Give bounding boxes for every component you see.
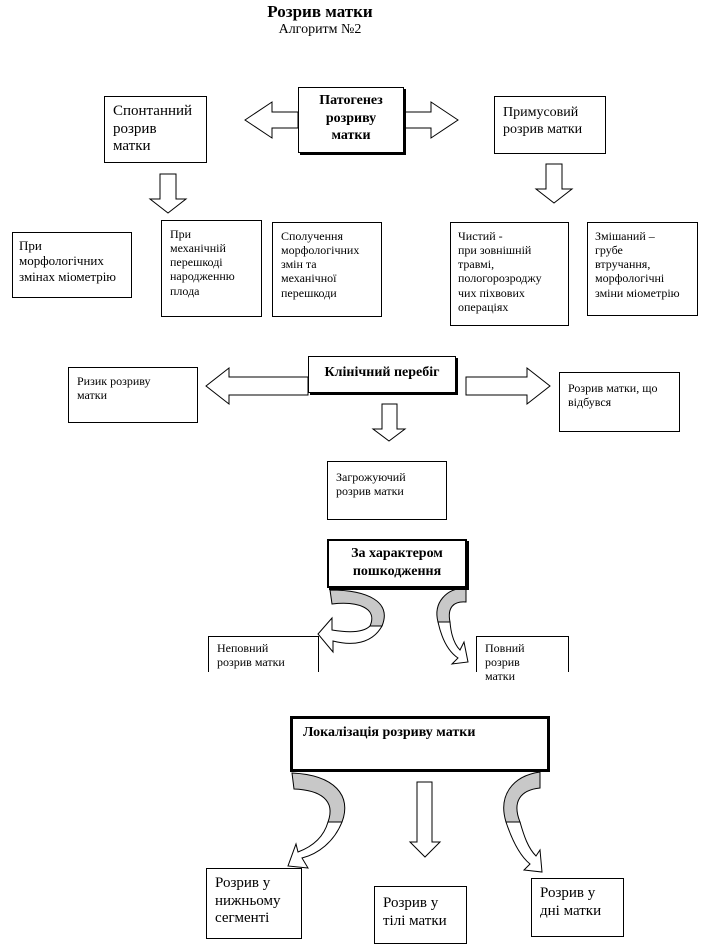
curved-arrow-incomplete <box>317 589 385 654</box>
box-threatening-rupture: Загрожуючий розрив матки <box>327 461 447 520</box>
box-uterine-fundus: Розрив у дні матки <box>531 878 624 937</box>
box-clinical-course: Клінічний перебіг <box>308 356 456 393</box>
curved-arrow-lower-segment <box>287 772 346 869</box>
box-damage-character: За характером пошкодження <box>327 539 467 588</box>
diagram-title: Розрив матки <box>267 2 373 21</box>
box-pathogenesis: Патогенез розриву матки <box>298 87 404 153</box>
box-uterine-body: Розрив у тілі матки <box>374 886 467 944</box>
box-cause-mechanical: При механічній перешкоді народженню плод… <box>161 220 262 317</box>
arrow-down-localization <box>408 781 442 858</box>
box-incomplete-rupture: Неповний розрив матки <box>208 636 319 672</box>
box-forced-rupture: Примусовий розрив матки <box>494 96 606 154</box>
arrow-left-clinical <box>205 366 309 406</box>
arrow-right-pathogenesis <box>404 101 459 139</box>
curved-arrow-complete <box>436 587 469 665</box>
arrow-down-forced <box>534 163 574 204</box>
arrow-down-spontaneous <box>148 173 188 214</box>
box-forced-mixed: Змішаний – грубе втручання, морфологічні… <box>587 222 698 316</box>
box-localization: Локалізація розриву матки <box>290 716 550 772</box>
box-cause-morphological: При морфологічних змінах міометрію <box>12 232 132 298</box>
box-forced-pure: Чистий - при зовнішній травмі, пологороз… <box>450 222 569 326</box>
box-complete-rupture: Повний розрив матки <box>476 636 569 683</box>
arrow-right-clinical <box>465 366 551 406</box>
diagram-subtitle: Алгоритм №2 <box>278 22 362 37</box>
arrow-down-clinical <box>371 403 407 442</box>
box-cause-combined: Сполучення морфологічних змін та механіч… <box>272 222 382 317</box>
box-rupture-happened: Розрив матки, що відбувся <box>559 372 680 432</box>
box-rupture-risk: Ризик розриву матки <box>68 367 198 423</box>
box-spontaneous-rupture: Спонтанний розрив матки <box>104 96 207 163</box>
box-lower-segment: Розрив у нижньому сегменті <box>206 868 302 939</box>
curved-arrow-fundus <box>503 771 543 873</box>
arrow-left-pathogenesis <box>244 101 299 139</box>
